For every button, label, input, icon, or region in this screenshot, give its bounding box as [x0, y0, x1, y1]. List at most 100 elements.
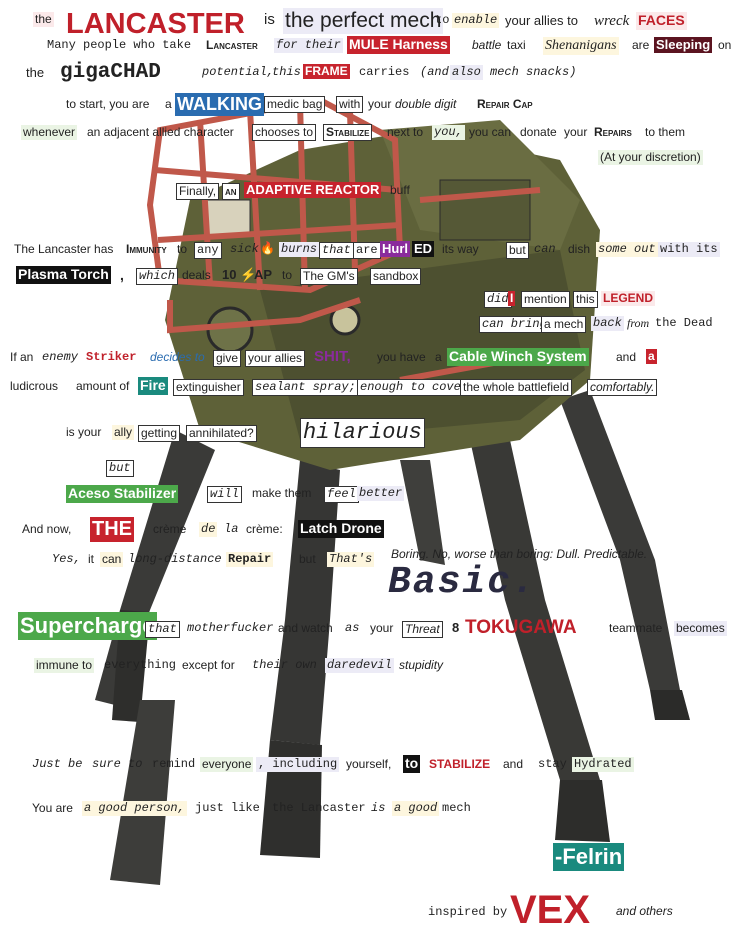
text-fragment: Repairs: [594, 125, 632, 139]
text-fragment: sandbox: [370, 268, 422, 285]
text-fragment: de: [199, 522, 218, 537]
text-fragment: feel: [324, 486, 359, 503]
text-fragment: you can: [469, 125, 512, 139]
text-fragment: any: [194, 242, 222, 259]
text-fragment: whenever: [21, 125, 78, 140]
text-fragment: Finally,: [176, 183, 220, 200]
text-fragment: remind: [152, 757, 196, 771]
text-fragment: Boring. No, worse than boring: Dull. Pre…: [391, 547, 648, 561]
text-fragment: and: [616, 350, 637, 364]
text-fragment: wreck: [594, 13, 630, 29]
text-fragment: but: [299, 552, 316, 566]
text-fragment: its way: [442, 242, 479, 256]
text-fragment: are: [353, 242, 381, 259]
text-fragment: your: [564, 125, 588, 139]
text-fragment: inspired by: [428, 905, 508, 919]
text-fragment: Fire: [138, 377, 168, 395]
text-fragment: enemy: [42, 350, 79, 364]
text-fragment: MULE Harness: [347, 36, 450, 54]
text-fragment: becomes: [674, 621, 727, 636]
text-fragment: potential,: [202, 65, 275, 79]
text-fragment: AP: [254, 267, 273, 282]
text-fragment: yourself,: [346, 757, 392, 771]
text-fragment: everyone: [200, 757, 254, 772]
text-fragment: sealant spray;: [252, 379, 359, 396]
text-fragment: daredevil: [325, 658, 394, 673]
text-fragment: that: [319, 242, 354, 259]
text-fragment: on: [718, 38, 732, 52]
text-fragment: sick: [230, 242, 259, 256]
text-fragment: Cable Winch System: [447, 348, 589, 366]
text-fragment: did: [484, 291, 512, 308]
text-fragment: and others: [616, 904, 673, 918]
text-fragment: this: [573, 291, 598, 308]
text-fragment: (At your discretion): [598, 150, 703, 165]
text-fragment: will: [207, 486, 242, 503]
text-fragment: is: [264, 11, 275, 28]
text-fragment: to: [282, 268, 293, 282]
text-fragment: donate: [520, 125, 557, 139]
text-fragment: THE: [90, 517, 134, 542]
text-fragment: Lancaster: [206, 38, 258, 52]
text-fragment: Threat: [402, 621, 443, 638]
text-fragment: decides to: [150, 350, 205, 364]
text-fragment: immune to: [34, 658, 95, 673]
text-fragment: Supercharge: [18, 612, 157, 640]
text-fragment: back: [591, 316, 624, 331]
text-fragment: Stabilize: [323, 124, 373, 141]
text-fragment: And now,: [22, 522, 72, 536]
text-fragment: amount of: [76, 379, 130, 393]
text-fragment: enable: [452, 13, 500, 28]
text-fragment: Yes,: [52, 552, 81, 566]
text-fragment: but: [506, 242, 529, 259]
text-fragment: The Lancaster has: [14, 242, 114, 256]
text-fragment: Latch Drone: [298, 520, 384, 538]
text-fragment: comfortably.: [587, 379, 658, 396]
text-fragment: everything: [104, 658, 177, 672]
text-fragment: Hydrated: [572, 757, 634, 772]
text-fragment: are: [632, 38, 650, 52]
text-fragment: burns: [279, 242, 320, 257]
text-fragment: la: [224, 522, 239, 536]
text-fragment: mech snacks): [490, 65, 577, 79]
text-fragment: stupidity: [399, 658, 444, 672]
text-fragment: mention: [521, 291, 570, 308]
text-fragment: Shenanigans: [543, 37, 619, 55]
text-fragment: Repair Cap: [477, 97, 533, 111]
text-fragment: sure to: [92, 757, 143, 771]
text-fragment: to start, you are: [66, 97, 150, 111]
text-fragment: 10: [222, 267, 237, 282]
text-fragment: some out: [596, 242, 658, 257]
text-fragment: to: [435, 13, 450, 27]
text-fragment: deals: [182, 268, 211, 282]
text-fragment: TOKUGAWA: [465, 617, 577, 638]
text-fragment: FACES: [636, 12, 687, 30]
text-fragment: STABILIZE: [429, 757, 491, 771]
text-fragment: an: [222, 183, 240, 200]
text-fragment: getting: [138, 425, 181, 442]
text-fragment: better: [357, 486, 405, 501]
text-fragment: I: [508, 291, 516, 306]
text-fragment: enough to cover: [357, 379, 472, 396]
text-fragment: That's: [327, 552, 375, 567]
vex-credit: VEX: [510, 888, 591, 932]
text-fragment: can bring: [479, 316, 550, 333]
text-fragment: carries: [359, 65, 410, 79]
text-fragment: your: [368, 97, 392, 111]
text-fragment: it: [88, 552, 94, 566]
author-signature: -Felrin: [553, 843, 625, 871]
text-fragment: the Dead: [655, 316, 713, 330]
text-fragment: teammate: [609, 621, 663, 635]
text-fragment: Hurl: [380, 241, 410, 258]
text-fragment: also: [450, 65, 483, 80]
basic-heading: Basic.: [388, 561, 537, 604]
text-fragment: medic bag: [264, 96, 326, 113]
text-fragment: is: [371, 801, 386, 815]
text-fragment: from: [627, 316, 650, 330]
text-fragment: the Lancaster: [272, 801, 366, 815]
lancaster-heading: LANCASTER: [66, 8, 245, 40]
text-fragment: can: [534, 242, 556, 256]
text-fragment: as: [345, 621, 360, 635]
text-fragment: FRAME: [303, 64, 350, 79]
text-fragment: the: [33, 12, 54, 27]
